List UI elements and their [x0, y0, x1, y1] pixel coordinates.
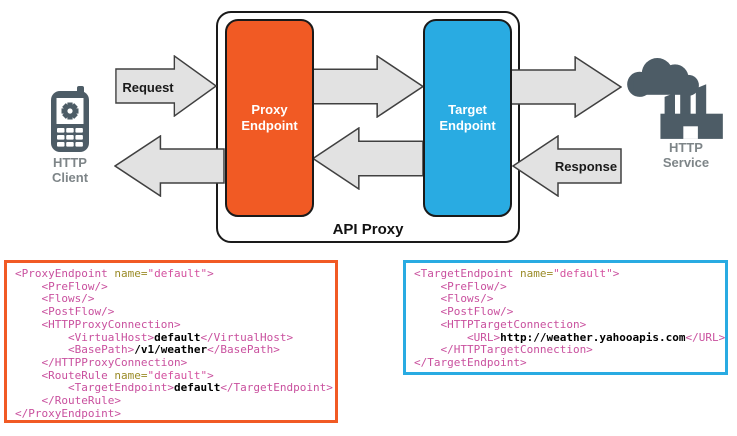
http-client-label-line2: Client	[51, 170, 89, 185]
return-to-client-arrow-icon	[114, 135, 225, 197]
http-service-label-line2: Service	[662, 155, 710, 170]
http-service-label: HTTP Service	[646, 140, 726, 170]
proxy-to-target-arrow-icon	[312, 55, 424, 118]
proxy-endpoint-config-code: <ProxyEndpoint name="default"> <PreFlow/…	[4, 260, 338, 423]
proxy-endpoint-label: Proxy Endpoint	[241, 102, 298, 133]
request-label: Request	[122, 80, 174, 95]
response-arrow-icon	[512, 135, 622, 197]
api-proxy-title: API Proxy	[332, 221, 404, 238]
http-client-label: HTTP Client	[20, 155, 120, 185]
target-to-service-arrow-icon	[510, 56, 622, 118]
target-endpoint-config-code: <TargetEndpoint name="default"> <PreFlow…	[403, 260, 728, 375]
response-label: Response	[554, 159, 618, 174]
http-service-label-line1: HTTP	[669, 140, 703, 155]
proxy-endpoint-box: Proxy Endpoint	[225, 19, 314, 217]
mobile-phone-icon	[51, 86, 89, 152]
request-arrow-icon	[115, 55, 217, 117]
target-to-proxy-arrow-icon	[312, 127, 424, 190]
factory-icon	[627, 58, 723, 139]
http-client-label-line1: HTTP	[53, 155, 87, 170]
target-endpoint-box: Target Endpoint	[423, 19, 512, 217]
target-endpoint-label: Target Endpoint	[439, 102, 496, 133]
